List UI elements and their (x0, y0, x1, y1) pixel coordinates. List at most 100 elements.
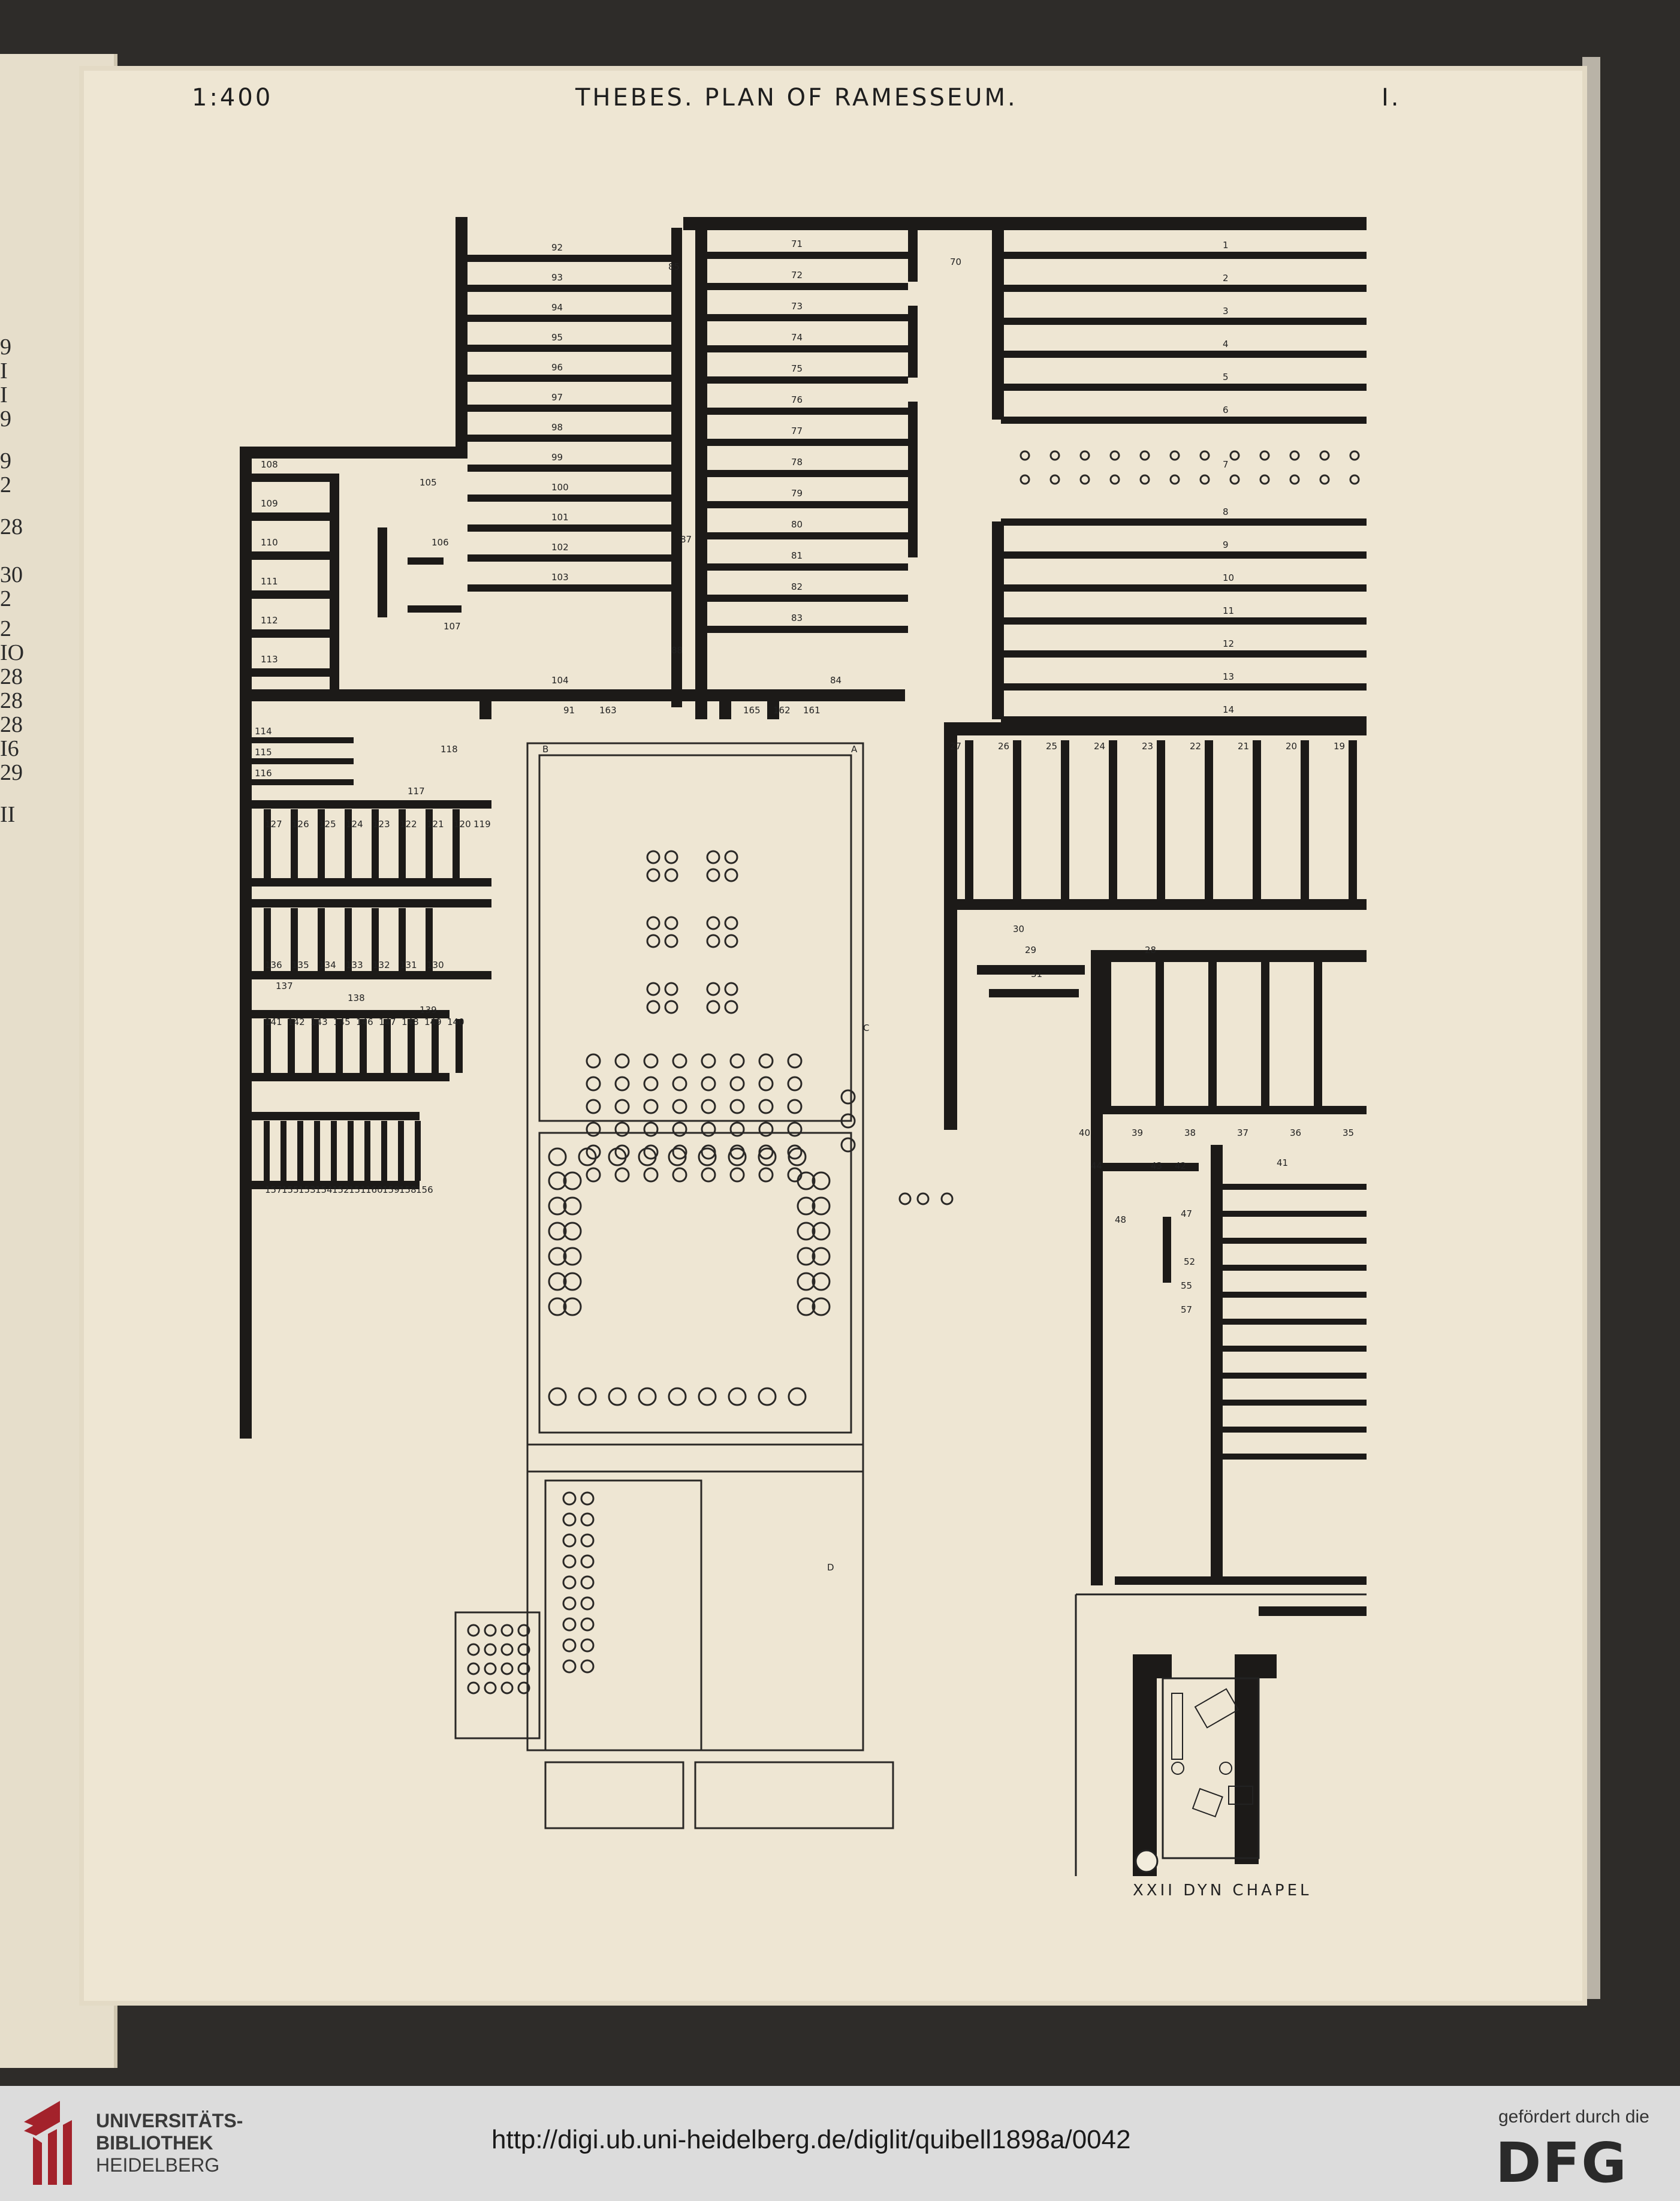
column (729, 1076, 745, 1092)
storeroom-wall (707, 376, 908, 384)
room-number: 157 (265, 1184, 282, 1195)
room-number: A (851, 744, 858, 755)
storeroom-wall (707, 470, 908, 477)
room-number: 140 (447, 1017, 465, 1027)
column (586, 1076, 601, 1092)
column (614, 1076, 630, 1092)
storeroom-wall (707, 408, 908, 415)
storeroom-wall (1103, 962, 1111, 1106)
chapel-inset: XXII DYN CHAPEL (1075, 1593, 1367, 1900)
column (698, 1147, 717, 1166)
storeroom-wall (1001, 551, 1367, 559)
room-number: 102 (551, 542, 569, 553)
room-number: 24 (1094, 741, 1105, 752)
wall (1163, 1217, 1171, 1283)
room-number: 142 (288, 1017, 305, 1027)
room-number: 3 (1223, 306, 1229, 316)
room-number: 72 (791, 270, 803, 281)
column (916, 1192, 930, 1205)
room-number: 120 (454, 819, 471, 830)
storeroom-wall (384, 1019, 391, 1073)
wall (767, 689, 779, 719)
column (701, 1076, 716, 1092)
room-number: D (827, 1562, 834, 1573)
column (664, 868, 678, 882)
room-number: 132 (373, 960, 390, 970)
room-number: 105 (420, 477, 437, 488)
room-number: 118 (441, 744, 458, 755)
temple-enclosure (526, 742, 864, 1751)
column (580, 1575, 595, 1590)
column (672, 1053, 687, 1069)
storeroom-wall (1349, 740, 1357, 899)
column (548, 1387, 567, 1406)
room-wall (252, 590, 330, 599)
room-number: 19 (1334, 741, 1345, 752)
previous-page-number: 29 (0, 760, 23, 785)
wall (252, 800, 491, 809)
column (758, 1167, 774, 1183)
wall (252, 1181, 420, 1189)
column (614, 1053, 630, 1069)
column (614, 1099, 630, 1114)
room-number: 13 (1223, 671, 1234, 682)
column (1020, 474, 1030, 485)
column (563, 1272, 582, 1291)
column (668, 1147, 687, 1166)
previous-page-number: 28 (0, 514, 23, 539)
column (664, 1000, 678, 1014)
column (729, 1099, 745, 1114)
scale-label: 1:400 (192, 84, 273, 111)
storeroom-wall (707, 283, 908, 290)
permalink-url[interactable]: http://digi.ub.uni-heidelberg.de/diglit/… (491, 2125, 1131, 2154)
room-number: 52 (1184, 1256, 1195, 1267)
room-number: 93 (551, 272, 563, 283)
storeroom-wall (331, 1121, 337, 1181)
column (758, 1387, 777, 1406)
room-number: 151 (349, 1184, 366, 1195)
storeroom-wall (280, 1121, 286, 1181)
room-number: 155 (282, 1184, 299, 1195)
column (608, 1387, 627, 1406)
column (812, 1222, 831, 1241)
wall (330, 474, 339, 701)
room-number: 97 (551, 392, 563, 403)
room-number: 48 (1115, 1214, 1126, 1225)
column (500, 1643, 514, 1656)
room-number: 31 (1031, 969, 1042, 979)
room-number: 160 (366, 1184, 383, 1195)
column (646, 916, 660, 930)
outer-wall (240, 447, 467, 459)
storeroom-wall (467, 554, 671, 562)
room-number: 114 (255, 726, 272, 737)
plate-page (84, 71, 1582, 2001)
column (517, 1643, 530, 1656)
column (643, 1121, 659, 1137)
wall (992, 228, 1004, 420)
room-number: 75 (791, 363, 803, 374)
room-number: 41 (1277, 1157, 1288, 1168)
wall (944, 953, 956, 995)
room-number: 135 (292, 960, 309, 970)
column (614, 1167, 630, 1183)
storeroom-wall (1253, 740, 1261, 899)
storeroom-wall (1157, 740, 1165, 899)
column (586, 1099, 601, 1114)
column (500, 1681, 514, 1695)
room-number: 79 (791, 488, 803, 499)
storeroom-wall (360, 1019, 367, 1073)
room-number: 147 (379, 1017, 396, 1027)
column (706, 868, 720, 882)
column (758, 1147, 777, 1166)
storeroom-wall (467, 255, 671, 262)
hypostyle-hall (538, 754, 852, 1122)
room-number: 98 (551, 422, 563, 433)
column (672, 1121, 687, 1137)
column (758, 1121, 774, 1137)
room-number: 6 (1223, 405, 1229, 415)
room-wall (252, 551, 330, 560)
column (580, 1554, 595, 1569)
room-number: 159 (382, 1184, 400, 1195)
previous-page-number: I (0, 382, 8, 408)
wall (378, 527, 387, 617)
